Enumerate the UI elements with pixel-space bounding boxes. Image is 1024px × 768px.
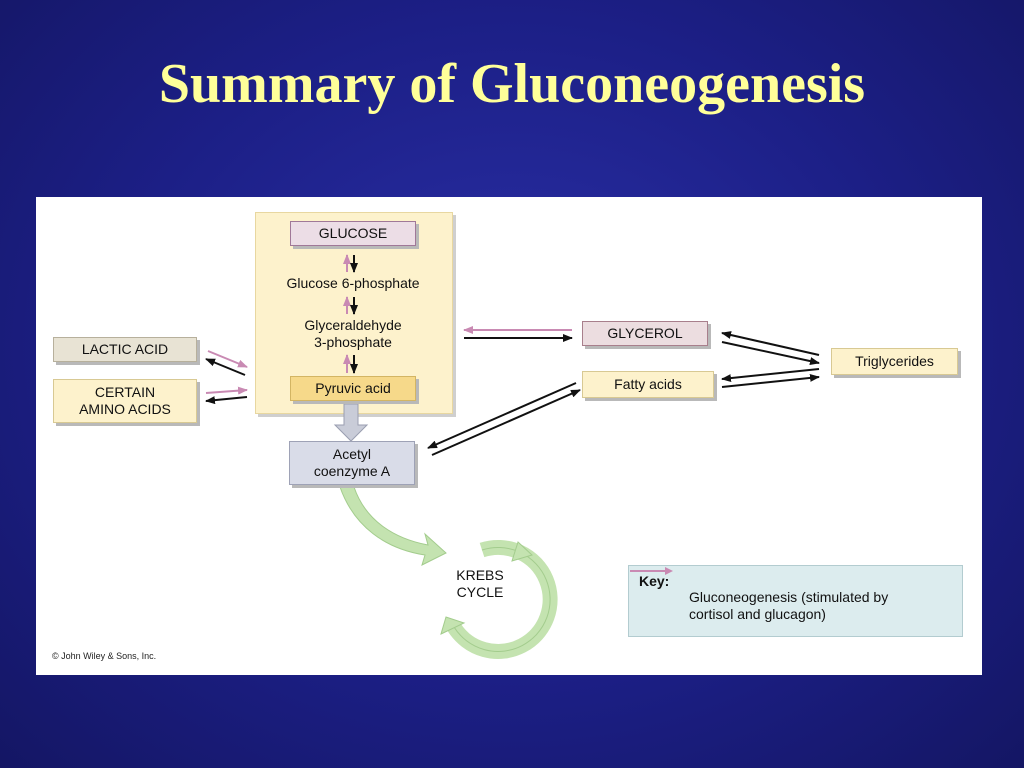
key-box: Key: Gluconeogenesis (stimulated by cort… [628, 565, 963, 637]
key-text-line-2: cortisol and glucagon) [689, 606, 826, 622]
krebs-line-1: KREBS [456, 567, 504, 583]
key-text-line-1: Gluconeogenesis (stimulated by [689, 589, 889, 605]
lactic-acid-box: LACTIC ACID [53, 337, 197, 362]
acetyl-line-1: Acetyl [332, 446, 372, 462]
krebs-cycle-ring [440, 539, 558, 659]
glucose-6-phosphate-label: Glucose 6-phosphate [286, 275, 420, 291]
triglycerides-glycerol-arrows [721, 331, 820, 366]
acetyl-coenzyme-a-box: Acetyl coenzyme A [289, 441, 415, 485]
amino-line-2: AMINO ACIDS [79, 401, 171, 417]
amino-acids-arrows [205, 386, 248, 405]
acetyl-line-2: coenzyme A [313, 463, 391, 479]
g3p-line-1: Glyceraldehyde [304, 317, 402, 333]
slide-title: Summary of Gluconeogenesis [158, 53, 866, 115]
triglycerides-fatty-acids-arrows [721, 368, 820, 388]
fatty-acids-acetyl-arrows [427, 382, 581, 456]
triglycerides-box: Triglycerides [831, 348, 958, 375]
pyruvic-to-acetyl-arrow [333, 403, 369, 442]
glyceraldehyde-3-phosphate-label: Glyceraldehyde 3-phosphate [258, 317, 448, 351]
reversible-arrow-g6p-g3p [343, 296, 358, 315]
key-text: Gluconeogenesis (stimulated by cortisol … [689, 589, 957, 623]
diagram-panel: GLUCOSE Glucose 6-phosphate Glyceraldehy… [36, 197, 982, 675]
reversible-arrow-g3p-pyruvic [343, 354, 358, 374]
glycerol-arrows [463, 326, 573, 342]
reversible-arrow-glucose-g6p [343, 254, 358, 273]
lactic-acid-arrows [205, 350, 248, 376]
krebs-line-2: CYCLE [456, 584, 504, 600]
glycerol-box: GLYCEROL [582, 321, 708, 346]
g3p-line-2: 3-phosphate [314, 334, 392, 350]
copyright-note: © John Wiley & Sons, Inc. [52, 651, 157, 661]
key-pink-arrow-icon [630, 567, 673, 575]
arrows-layer [205, 254, 820, 659]
glucose-box: GLUCOSE [290, 221, 416, 246]
krebs-cycle-label: KREBS CYCLE [438, 567, 522, 601]
fatty-acids-box: Fatty acids [582, 371, 714, 398]
acetyl-to-krebs-arrow [339, 486, 447, 566]
pyruvic-acid-box: Pyruvic acid [290, 376, 416, 401]
key-title: Key: [639, 573, 670, 589]
certain-amino-acids-box: CERTAIN AMINO ACIDS [53, 379, 197, 423]
amino-line-1: CERTAIN [94, 384, 156, 400]
